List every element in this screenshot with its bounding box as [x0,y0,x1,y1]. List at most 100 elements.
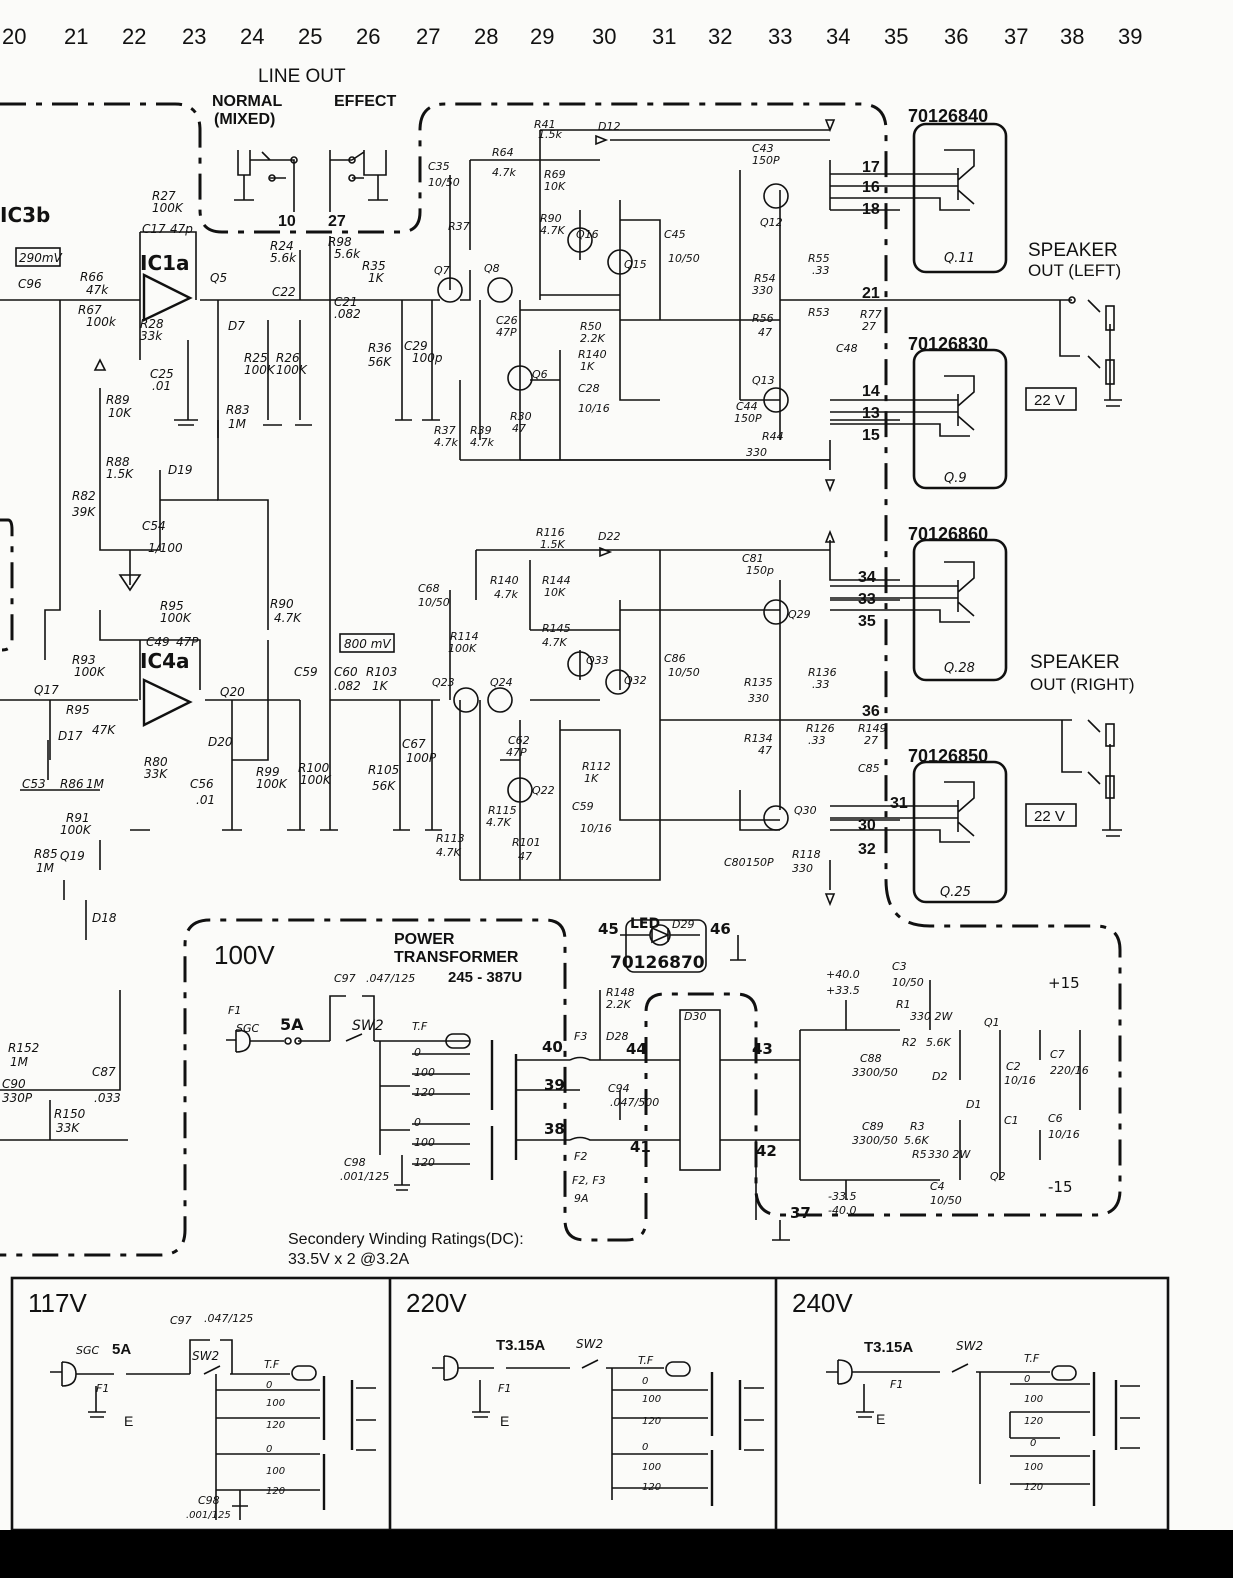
r149-label: R149 [858,722,887,735]
led-label: LED [630,916,660,932]
r54-label: R54 [754,272,776,285]
r55-label: R55 [808,252,830,265]
grid-number: 24 [240,24,264,49]
pin-17: 17 [862,159,880,176]
r3-value: 5.6K [904,1134,929,1147]
c22-label: C22 [272,285,296,299]
variant-tap: 100 [1024,1394,1043,1405]
r5-value: 330 2W [928,1148,971,1161]
f3-label: F3 [574,1030,587,1043]
q19-label: Q19 [60,849,85,863]
variant-tap: 0 [1030,1438,1036,1449]
d2-label: D2 [932,1070,947,1083]
power-voltage-label: 100V [214,940,275,970]
q12-label: Q12 [760,216,783,229]
r36-label: R36 [368,341,392,355]
grid-number: 39 [1118,24,1142,49]
q16-label: Q16 [576,228,599,241]
fuse-rating: 5A [280,1015,304,1034]
c45-value: 10/50 [668,252,700,265]
r24-label: R24 [270,239,294,253]
variant-fuse-prefix: SGC [76,1344,100,1357]
r53-label: R53 [808,306,830,319]
c26-value: 47P [496,326,517,339]
r95b-label: R95 [66,703,90,717]
output-modules: 70126840 Q.11 70126830 Q.9 70126860 Q.28… [830,106,1008,904]
c90-value: 330P [2,1091,33,1105]
r86-label: R86 [60,777,84,791]
c88-label: C88 [860,1052,882,1065]
f2-label: F2 [574,1150,587,1163]
r145-label: R145 [542,622,571,635]
c85-label: C85 [858,762,880,775]
grid-number: 37 [1004,24,1028,49]
pin-32: 32 [858,841,876,858]
c28-label: C28 [578,382,600,395]
module-part-number: 70126860 [908,524,988,544]
c56-value: .01 [196,793,215,807]
line-out-block: LINE OUT NORMAL (MIXED) EFFECT 10 27 [212,66,396,230]
r82-value: 39K [72,505,96,519]
variant-voltage: 117V [28,1288,87,1318]
r118-value: 330 [792,862,813,875]
tf-label: T.F [412,1020,428,1033]
c87-label: C87 [92,1065,116,1079]
led-part-number: 70126870 [610,953,705,973]
r98-label: R98 [328,235,352,249]
speaker-outputs: SPEAKER OUT (LEFT) 22 V SPEAKER OUT (RIG… [1025,240,1135,837]
q22-label: Q22 [532,784,555,797]
r36-value: 56K [368,355,392,369]
power-amp-left-labels: R41 1.5k D12 R64 4.7k R69 10K C35 10/50 … [428,118,882,459]
r54-value: 330 [752,284,773,297]
d1-label: D1 [966,1098,981,1111]
r86-value: 1M [86,777,105,791]
r140b-label: R140 [490,574,519,587]
speaker-left-line2: OUT (LEFT) [1028,261,1121,280]
r64-value: 4.7k [492,166,516,179]
grid-number: 28 [474,24,498,49]
r50-value: 2.2K [580,332,605,345]
c59b-value: 10/16 [580,822,612,835]
r135-label: R135 [744,676,773,689]
r152-value: 1M [10,1055,29,1069]
r145-value: 4.7K [542,636,567,649]
c7-value: 220/16 [1050,1064,1089,1077]
grid-number: 26 [356,24,380,49]
node-45: 45 [598,920,619,938]
variant-switch: SW2 [192,1349,219,1363]
grid-number: 32 [708,24,732,49]
r85-label: R85 [34,847,58,861]
voltage-800mv: 800 mV [344,637,391,651]
c49-value: 47P [176,635,199,649]
r95-value: 100K [160,611,192,625]
q23-label: Q23 [432,676,455,689]
r113-label: R113 [436,832,465,845]
r89-label: R89 [106,393,130,407]
variant-c98v: .001/125 [186,1510,231,1521]
line-out-normal-label: NORMAL [212,93,282,110]
r37-value: 4.7k [434,436,458,449]
c98-value: .001/125 [340,1170,389,1183]
variant-tf: T.F [1024,1352,1040,1365]
node-38: 38 [544,1120,565,1138]
r93-value: 100K [74,665,106,679]
c54-label: C54 [142,519,166,533]
variant-fuse: T3.15A [496,1337,545,1354]
r1-value: 330 2W [910,1010,953,1023]
d7-label: D7 [228,319,245,333]
pin-15: 15 [862,427,880,444]
c35-label: C35 [428,160,450,173]
d30-label: D30 [684,1010,706,1023]
r83-value: 1M [228,417,247,431]
scan-border-bottom [0,1530,1233,1578]
d28-label: D28 [606,1030,628,1043]
r148-label: R148 [606,986,635,999]
voltage-variants: 117V SGC 5A C97 .047/125 SW2 T.F F1 E C9… [10,1276,1170,1530]
c25-value: .01 [152,379,171,393]
opamp-ic1a-symbol [142,273,193,322]
q29-label: Q29 [788,608,811,621]
r50-label: R50 [580,320,602,333]
variant-c98: C98 [198,1494,220,1507]
r140b-value: 4.7k [494,588,518,601]
c54-value: 1/100 [148,541,183,555]
